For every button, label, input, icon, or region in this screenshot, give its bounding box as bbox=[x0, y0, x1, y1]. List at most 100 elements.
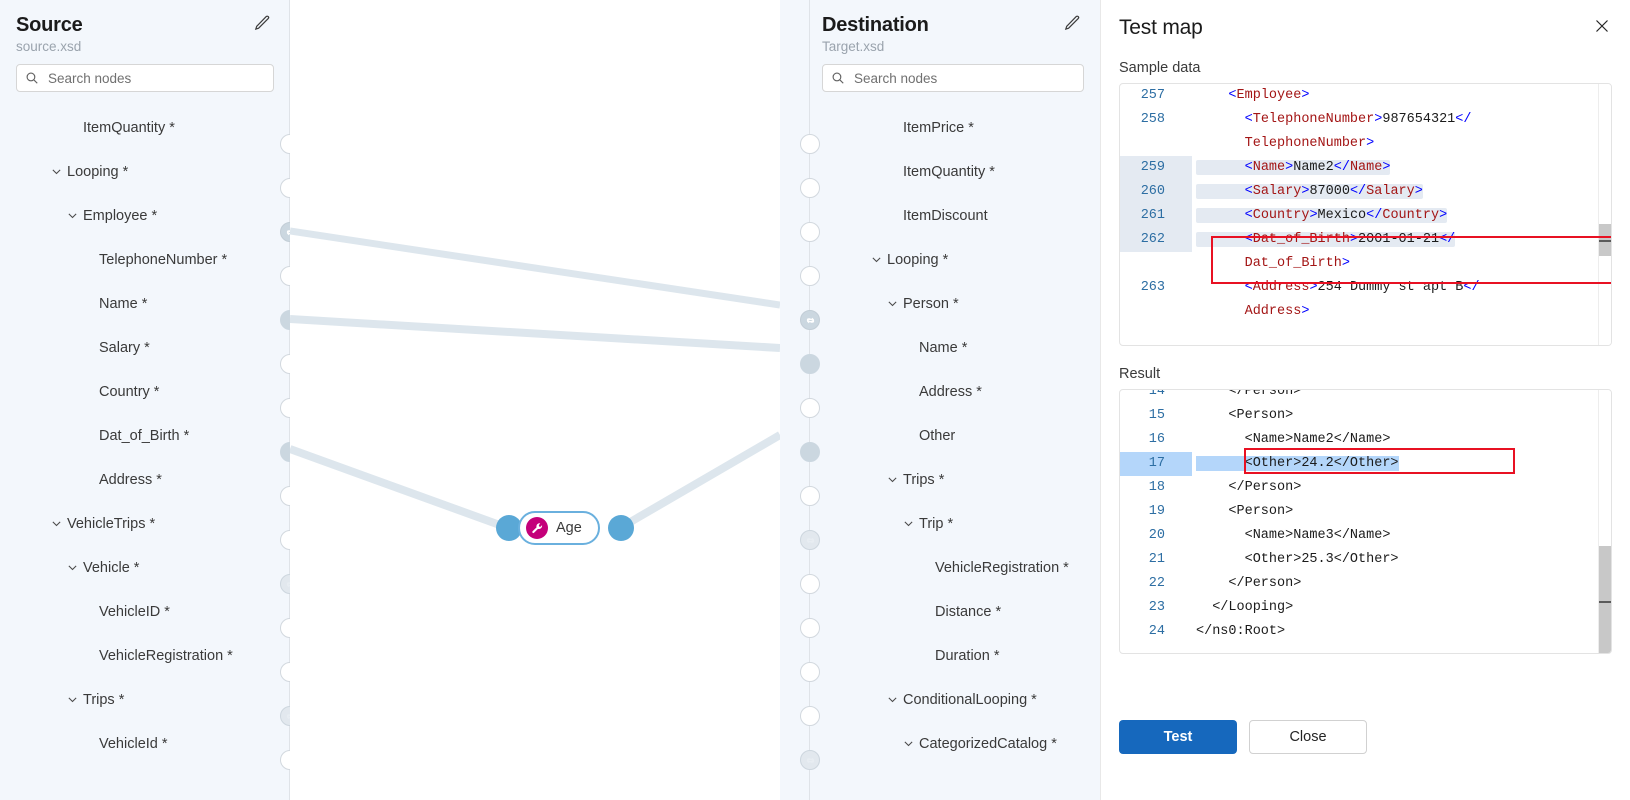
tree-indent-spacer bbox=[82, 253, 96, 267]
tree-node-itemquantity[interactable]: ItemQuantity * bbox=[0, 106, 290, 150]
source-edit-pencil-icon[interactable] bbox=[252, 14, 274, 36]
tree-node-looping[interactable]: Looping * bbox=[0, 150, 290, 194]
tree-node-vehicleid[interactable]: VehicleID * bbox=[0, 590, 290, 634]
connector-handle-itemdiscount[interactable] bbox=[800, 222, 820, 242]
tree-node-vehicletrips[interactable]: VehicleTrips * bbox=[0, 502, 290, 546]
tree-node-itemquantity[interactable]: ItemQuantity * bbox=[780, 150, 1100, 194]
code-text: <Person> bbox=[1196, 504, 1294, 519]
tree-node-label: Employee * bbox=[83, 208, 158, 224]
test-button[interactable]: Test bbox=[1119, 720, 1237, 754]
tree-node-itemprice[interactable]: ItemPrice * bbox=[780, 106, 1100, 150]
connector-handle-trips[interactable] bbox=[800, 486, 820, 506]
edge-age-other bbox=[617, 431, 780, 532]
tree-node-label: Trip * bbox=[919, 516, 954, 532]
gutter-separator bbox=[1174, 180, 1192, 204]
code-line: 17 <Other>24.2</Other> bbox=[1120, 452, 1611, 476]
result-scroll-thumb[interactable] bbox=[1599, 546, 1611, 653]
tree-node-address[interactable]: Address * bbox=[780, 370, 1100, 414]
tree-node-vehicleid[interactable]: VehicleId * bbox=[0, 722, 290, 766]
result-code-box[interactable]: 14 </Person>15 <Person>16 <Name>Name2</N… bbox=[1119, 389, 1612, 654]
tree-indent-spacer bbox=[918, 649, 932, 663]
destination-edit-pencil-icon[interactable] bbox=[1062, 14, 1084, 36]
tree-indent-spacer bbox=[886, 121, 900, 135]
destination-search-box[interactable] bbox=[822, 64, 1084, 92]
tree-node-categorizedcatalog[interactable]: CategorizedCatalog * bbox=[780, 722, 1100, 766]
connector-handle-trip[interactable] bbox=[800, 530, 820, 550]
code-line: 22 </Person> bbox=[1120, 572, 1611, 596]
source-search-input[interactable] bbox=[46, 69, 265, 87]
tree-node-country[interactable]: Country * bbox=[0, 370, 290, 414]
tree-node-name[interactable]: Name * bbox=[0, 282, 290, 326]
chevron-down-icon[interactable] bbox=[886, 297, 900, 311]
tree-node-person[interactable]: Person * bbox=[780, 282, 1100, 326]
tree-node-vehicleregistration[interactable]: VehicleRegistration * bbox=[780, 546, 1100, 590]
tree-node-trip[interactable]: Trip * bbox=[780, 502, 1100, 546]
connector-handle-vehicleid[interactable] bbox=[280, 750, 290, 770]
age-node-output-dot[interactable] bbox=[608, 515, 634, 541]
tree-node-looping[interactable]: Looping * bbox=[780, 238, 1100, 282]
tree-node-vehicle[interactable]: Vehicle * bbox=[0, 546, 290, 590]
tree-node-vehicleregistration[interactable]: VehicleRegistration * bbox=[0, 634, 290, 678]
tree-node-distance[interactable]: Distance * bbox=[780, 590, 1100, 634]
chevron-down-icon[interactable] bbox=[902, 737, 916, 751]
close-button[interactable]: Close bbox=[1249, 720, 1367, 754]
close-icon[interactable] bbox=[1588, 12, 1616, 40]
tree-indent-spacer bbox=[82, 341, 96, 355]
connector-handle-duration[interactable] bbox=[800, 662, 820, 682]
chevron-down-icon[interactable] bbox=[66, 693, 80, 707]
sample-data-scroll-thumb[interactable] bbox=[1599, 224, 1611, 256]
tree-node-label: CategorizedCatalog * bbox=[919, 736, 1057, 752]
function-node-age[interactable]: Age bbox=[518, 511, 600, 545]
connector-handle-itemprice[interactable] bbox=[800, 134, 820, 154]
tree-node-itemdiscount[interactable]: ItemDiscount bbox=[780, 194, 1100, 238]
gutter-separator bbox=[1174, 548, 1192, 572]
connector-handle-person[interactable] bbox=[800, 310, 820, 330]
connector-handle-conditionallooping[interactable] bbox=[800, 706, 820, 726]
age-node-input-dot[interactable] bbox=[496, 515, 522, 541]
tree-node-trips[interactable]: Trips * bbox=[780, 458, 1100, 502]
connector-handle-itemquantity[interactable] bbox=[800, 178, 820, 198]
chevron-down-icon[interactable] bbox=[66, 561, 80, 575]
chevron-down-icon[interactable] bbox=[66, 209, 80, 223]
tree-node-label: VehicleTrips * bbox=[67, 516, 156, 532]
tree-node-label: ItemQuantity * bbox=[83, 120, 175, 136]
result-scrollbar[interactable] bbox=[1598, 390, 1611, 653]
code-text: <Address>254 Dummy st apt B</ bbox=[1244, 280, 1480, 295]
tree-node-label: Trips * bbox=[83, 692, 125, 708]
tree-node-conditionallooping[interactable]: ConditionalLooping * bbox=[780, 678, 1100, 722]
source-search-box[interactable] bbox=[16, 64, 274, 92]
tree-node-duration[interactable]: Duration * bbox=[780, 634, 1100, 678]
tree-node-label: VehicleRegistration * bbox=[99, 648, 233, 664]
destination-search-input[interactable] bbox=[852, 69, 1075, 87]
tree-node-address[interactable]: Address * bbox=[0, 458, 290, 502]
tree-node-datofbirth[interactable]: Dat_of_Birth * bbox=[0, 414, 290, 458]
connector-handle-categorizedcatalog[interactable] bbox=[800, 750, 820, 770]
connector-handle-distance[interactable] bbox=[800, 618, 820, 638]
tree-node-name[interactable]: Name * bbox=[780, 326, 1100, 370]
connector-handle-address[interactable] bbox=[800, 398, 820, 418]
chevron-down-icon[interactable] bbox=[886, 473, 900, 487]
tree-indent-spacer bbox=[82, 649, 96, 663]
connector-handle-vehicleregistration[interactable] bbox=[800, 574, 820, 594]
code-text: </Looping> bbox=[1196, 600, 1294, 615]
sample-data-code-box[interactable]: 257 <Employee>258 <TelephoneNumber>98765… bbox=[1119, 83, 1612, 346]
tree-node-other[interactable]: Other bbox=[780, 414, 1100, 458]
chevron-down-icon[interactable] bbox=[50, 517, 64, 531]
connector-handle-name[interactable] bbox=[800, 354, 820, 374]
chevron-down-icon[interactable] bbox=[50, 165, 64, 179]
chevron-down-icon[interactable] bbox=[902, 517, 916, 531]
tree-node-salary[interactable]: Salary * bbox=[0, 326, 290, 370]
sample-data-scrollbar[interactable] bbox=[1598, 84, 1611, 345]
connector-handle-other[interactable] bbox=[800, 442, 820, 462]
code-text: <Salary>87000</Salary> bbox=[1192, 180, 1611, 204]
mapping-canvas[interactable]: Age bbox=[290, 0, 780, 800]
line-number: 16 bbox=[1148, 432, 1165, 447]
chevron-down-icon[interactable] bbox=[870, 253, 884, 267]
gutter-separator bbox=[1174, 428, 1192, 452]
tree-node-employee[interactable]: Employee * bbox=[0, 194, 290, 238]
tree-node-trips[interactable]: Trips * bbox=[0, 678, 290, 722]
connector-handle-looping[interactable] bbox=[800, 266, 820, 286]
tree-node-telephonenumber[interactable]: TelephoneNumber * bbox=[0, 238, 290, 282]
chevron-down-icon[interactable] bbox=[886, 693, 900, 707]
destination-filename: Target.xsd bbox=[822, 39, 885, 54]
